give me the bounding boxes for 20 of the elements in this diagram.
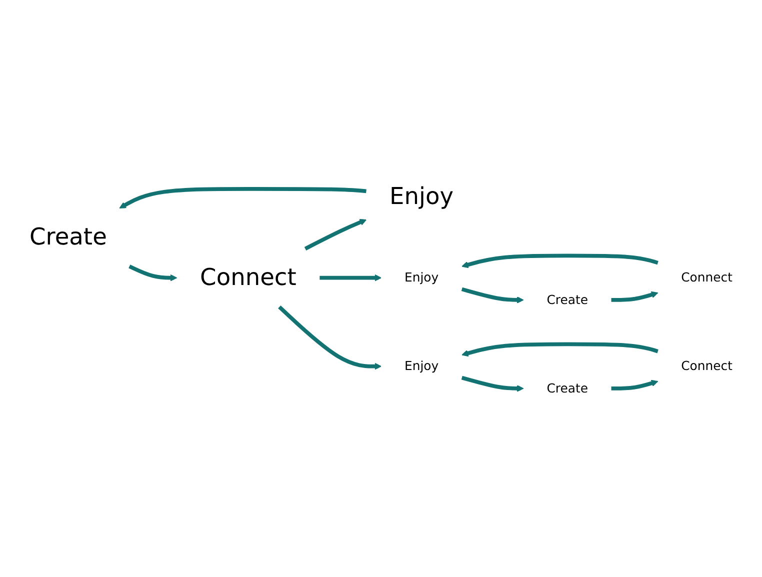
node-text: Enjoy xyxy=(404,358,439,374)
arrow xyxy=(611,291,658,302)
node-text: Connect xyxy=(681,358,732,374)
arrow xyxy=(611,380,658,390)
node-text: Connect xyxy=(681,270,732,285)
arrow xyxy=(461,287,524,304)
node-text: Enjoy xyxy=(404,270,439,285)
arrow xyxy=(320,274,382,282)
arrow xyxy=(128,264,178,282)
node-text: Create xyxy=(546,292,588,307)
node-text: Create xyxy=(546,380,588,396)
arrow xyxy=(119,187,366,208)
arrow xyxy=(462,254,658,268)
node-text: Create xyxy=(30,224,107,251)
arrow xyxy=(304,219,367,250)
arrow xyxy=(278,306,382,370)
node-text: Enjoy xyxy=(390,183,454,210)
node-text: Connect xyxy=(200,264,296,292)
arrow xyxy=(461,376,524,392)
arrow xyxy=(462,342,658,357)
